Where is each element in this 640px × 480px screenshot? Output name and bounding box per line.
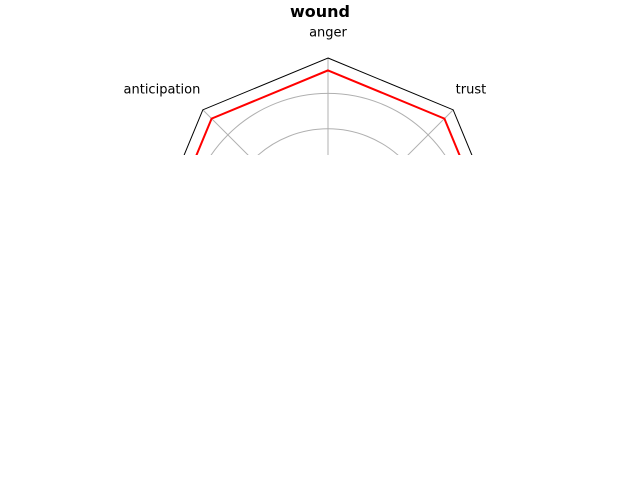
axis-label-trust: trust [456,82,487,97]
axis-label-anticipation: anticipation [124,82,201,97]
axis-label-anger: anger [309,25,347,40]
axis-labels: anger trust anticipation [124,25,487,97]
radar-frame [183,57,473,155]
chart-title: wound [290,2,350,21]
grid-spoke-trust [407,109,454,155]
plot-area [183,57,473,155]
grid-spoke-anticipation [202,109,249,155]
